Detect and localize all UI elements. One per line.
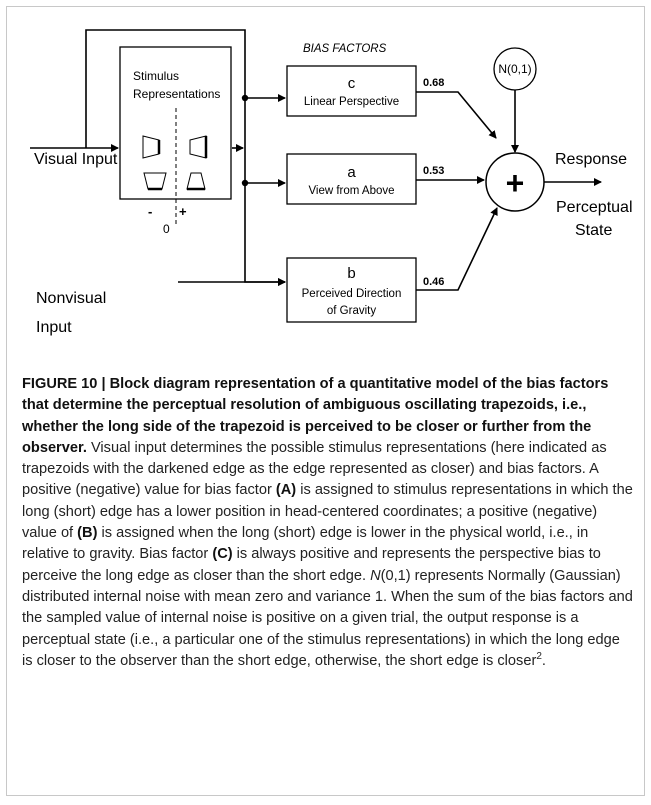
ref-a: (A) xyxy=(275,482,297,499)
figure-title: Block diagram representation of a quanti… xyxy=(22,376,609,456)
visual-input-label: Visual Input xyxy=(34,151,118,168)
stimulus-to-factor-arrows xyxy=(232,94,286,187)
zero-label: 0 xyxy=(163,222,170,236)
factor-b-label-line2: of Gravity xyxy=(327,305,376,317)
junction-dot-a xyxy=(241,179,249,187)
stimulus-label-line1: Stimulus xyxy=(133,69,179,83)
minus-label: - xyxy=(148,204,152,219)
caption-text-1: Visual input determines the possible sti… xyxy=(22,439,607,499)
caption-text-4: is always positive and represents the pe… xyxy=(22,546,601,584)
plus-label: + xyxy=(179,204,187,219)
summing-plus-sign: + xyxy=(506,165,525,201)
caption-text-3: is assigned when the long (short) edge i… xyxy=(22,525,589,563)
figure-caption: FIGURE 10 | Block diagram representation… xyxy=(22,374,634,672)
factor-a-label: View from Above xyxy=(308,185,394,197)
factor-box-c xyxy=(286,65,417,117)
ref-c: (C) xyxy=(212,546,233,563)
noise-symbol: N xyxy=(370,567,381,584)
bias-factors-header: BIAS FACTORS xyxy=(303,43,387,55)
factor-box-a xyxy=(286,153,417,205)
block-diagram: Visual Input Stimulus Representations - … xyxy=(30,29,633,336)
factor-a-letter: a xyxy=(347,164,356,181)
nonvisual-input-label-line1: Nonvisual xyxy=(36,290,106,307)
perceptual-state-label-line1: Perceptual xyxy=(556,199,633,216)
perceptual-state-label-line2: State xyxy=(575,222,612,239)
nonvisual-input-label-line2: Input xyxy=(36,319,72,336)
factor-b-label-line1: Perceived Direction xyxy=(302,288,402,300)
ref-b: (B) xyxy=(77,525,98,542)
caption-text-6: . xyxy=(541,652,546,669)
weight-a: 0.53 xyxy=(423,165,444,177)
figure-frame xyxy=(6,6,645,796)
response-label: Response xyxy=(555,151,627,168)
noise-label: N(0,1) xyxy=(498,62,531,76)
footnote-marker: 2 xyxy=(536,651,542,662)
weight-c: 0.68 xyxy=(423,77,444,89)
junction-dot-c xyxy=(241,94,249,102)
caption-text-2: is assigned to stimulus representations … xyxy=(22,482,633,542)
figure-label: FIGURE 10 | xyxy=(22,376,110,392)
trapezoid-icons xyxy=(142,135,208,191)
factor-c-letter: c xyxy=(348,75,356,92)
weighted-arrows xyxy=(416,91,498,291)
factor-c-label: Linear Perspective xyxy=(304,96,399,108)
caption-text-5: (0,1) represents Normally (Gaussian) dis… xyxy=(22,567,633,669)
weight-b: 0.46 xyxy=(423,276,444,288)
factor-b-letter: b xyxy=(347,265,355,282)
stimulus-label-line2: Representations xyxy=(133,87,220,101)
